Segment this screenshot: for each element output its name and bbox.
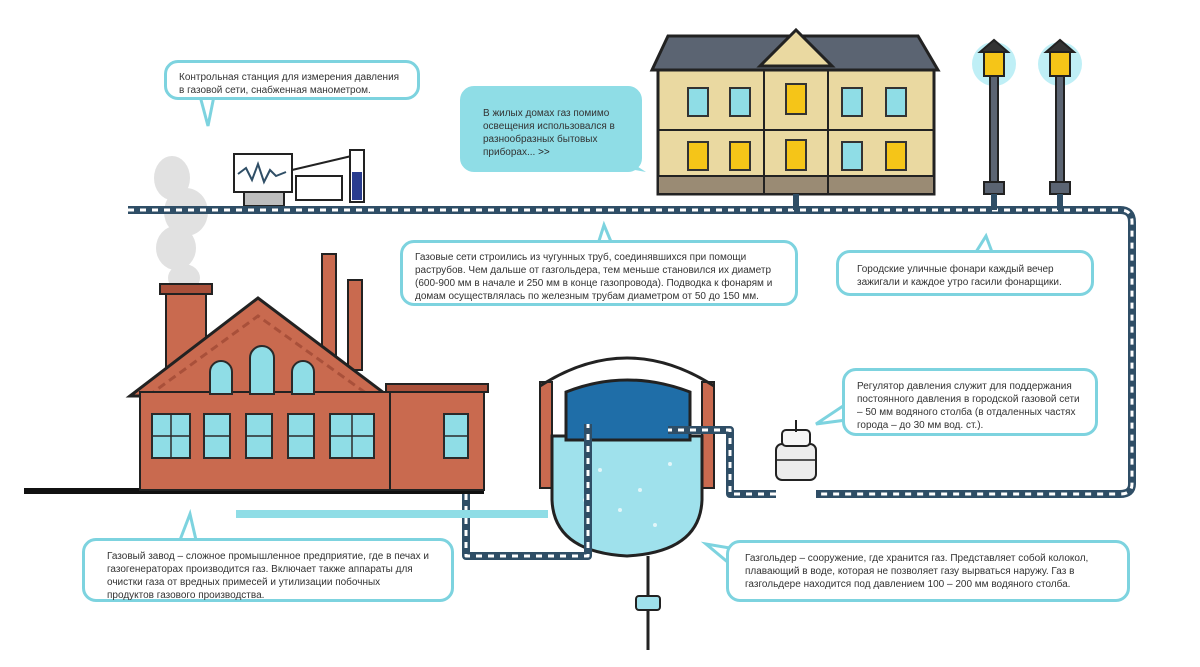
- gas-plant: [125, 253, 489, 491]
- control-station-callout: Контрольная станция для измерения давлен…: [164, 60, 420, 100]
- control-station: [233, 149, 365, 207]
- homes-text: В жилых домах газ помимо освещения испол…: [483, 108, 615, 158]
- gasholder: [539, 356, 715, 650]
- plant-chimney-mid: [347, 279, 363, 371]
- gasholder-water: [550, 434, 704, 558]
- gasholder-text: Газгольдер – сооружение, где хранится га…: [745, 553, 1089, 590]
- homes-callout: В жилых домах газ помимо освещения испол…: [460, 86, 642, 172]
- gasholder-bell: [564, 378, 692, 442]
- plant-window-bars: [152, 414, 468, 458]
- plant-callout: Газовый завод – сложное промышленное пре…: [82, 538, 454, 602]
- lamps-callout: Городские уличные фонари каждый вечер за…: [836, 250, 1094, 296]
- lamps-text: Городские уличные фонари каждый вечер за…: [857, 264, 1062, 288]
- house-windows: [687, 83, 907, 171]
- plant-text: Газовый завод – сложное промышленное пре…: [107, 551, 429, 601]
- residential-house: [649, 27, 941, 196]
- pressure-regulator: [775, 420, 817, 481]
- gasholder-tank-wall-left: [539, 381, 553, 489]
- networks-callout: Газовые сети строились из чугунных труб,…: [400, 240, 798, 306]
- networks-text: Газовые сети строились из чугунных труб,…: [415, 252, 773, 302]
- control-station-text: Контрольная станция для измерения давлен…: [179, 72, 400, 96]
- gas-pipes: [128, 194, 1136, 560]
- gasholder-valve: [635, 595, 661, 611]
- regulator-callout: Регулятор давления служит для поддержани…: [842, 368, 1098, 436]
- gasholder-callout: Газгольдер – сооружение, где хранится га…: [726, 540, 1130, 602]
- regulator-text: Регулятор давления служит для поддержани…: [857, 381, 1080, 431]
- house-dormer: [756, 27, 836, 68]
- smoke: [154, 156, 208, 292]
- street-lamp-right: [1038, 38, 1082, 195]
- gasholder-frame: [539, 356, 715, 388]
- gasholder-tank-wall-right: [701, 381, 715, 489]
- control-station-callout-tail: [198, 94, 216, 127]
- street-lamp-left: [972, 38, 1016, 195]
- homes-more-link[interactable]: >>: [538, 147, 550, 158]
- plant-annex: [389, 389, 485, 491]
- plant-callout-tail: [177, 508, 198, 542]
